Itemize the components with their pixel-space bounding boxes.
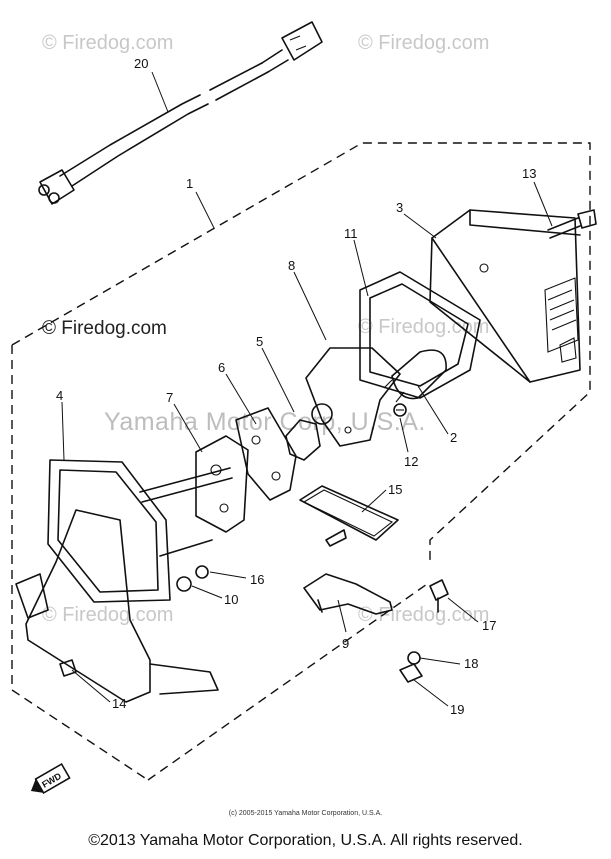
footer-copyright: ©2013 Yamaha Motor Corporation, U.S.A. A… <box>88 832 523 849</box>
washer-18 <box>407 651 421 665</box>
callout-6: 6 <box>218 360 225 375</box>
callout-10: 10 <box>224 592 238 607</box>
watermark-top-left: © Firedog.com <box>42 32 174 54</box>
reflector <box>305 347 401 447</box>
callout-4: 4 <box>56 388 63 403</box>
callout-12: 12 <box>404 454 418 469</box>
nut-10 <box>176 576 192 592</box>
callout-15: 15 <box>388 482 402 497</box>
callout-18: 18 <box>464 656 478 671</box>
assembly-outline <box>11 142 591 781</box>
watermark-lower-left: © Firedog.com <box>42 604 174 626</box>
license-bracket <box>15 509 219 703</box>
callout-19: 19 <box>450 702 464 717</box>
tail-lens <box>429 209 581 383</box>
bracket-6 <box>235 407 297 501</box>
nut-19 <box>399 663 423 683</box>
callout-1: 1 <box>186 176 193 191</box>
rear-reflector <box>299 485 399 547</box>
callout-11: 11 <box>344 226 358 241</box>
callout-16: 16 <box>250 572 264 587</box>
fwd-badge: FWD <box>30 762 71 795</box>
callout-17: 17 <box>482 618 496 633</box>
callout-20: 20 <box>134 56 148 71</box>
light-bracket <box>303 573 393 615</box>
watermark-top-right: © Firedog.com <box>358 32 490 54</box>
lens-gasket <box>359 271 481 399</box>
image-copyright: (c) 2005-2015 Yamaha Motor Corporation, … <box>228 810 383 817</box>
screw-13 <box>547 209 597 239</box>
lamp-base <box>47 459 233 603</box>
callout-7: 7 <box>166 390 173 405</box>
bulb-socket <box>285 403 333 461</box>
callout-3: 3 <box>396 200 403 215</box>
watermark-middle-left: © Firedog.com <box>42 318 167 339</box>
callout-2: 2 <box>450 430 457 445</box>
callout-13: 13 <box>522 166 536 181</box>
screw-14 <box>59 659 77 677</box>
washer-16 <box>195 565 209 579</box>
bolt-17 <box>429 579 449 613</box>
bulb <box>383 349 447 403</box>
mounting-plate <box>195 435 249 533</box>
watermark-middle-right: © Firedog.com <box>358 316 490 338</box>
screw-12 <box>393 403 407 417</box>
callout-9: 9 <box>342 636 349 651</box>
callout-5: 5 <box>256 334 263 349</box>
callout-leaders <box>61 71 553 707</box>
wiring-harness <box>38 21 323 205</box>
callout-14: 14 <box>112 696 126 711</box>
callout-8: 8 <box>288 258 295 273</box>
